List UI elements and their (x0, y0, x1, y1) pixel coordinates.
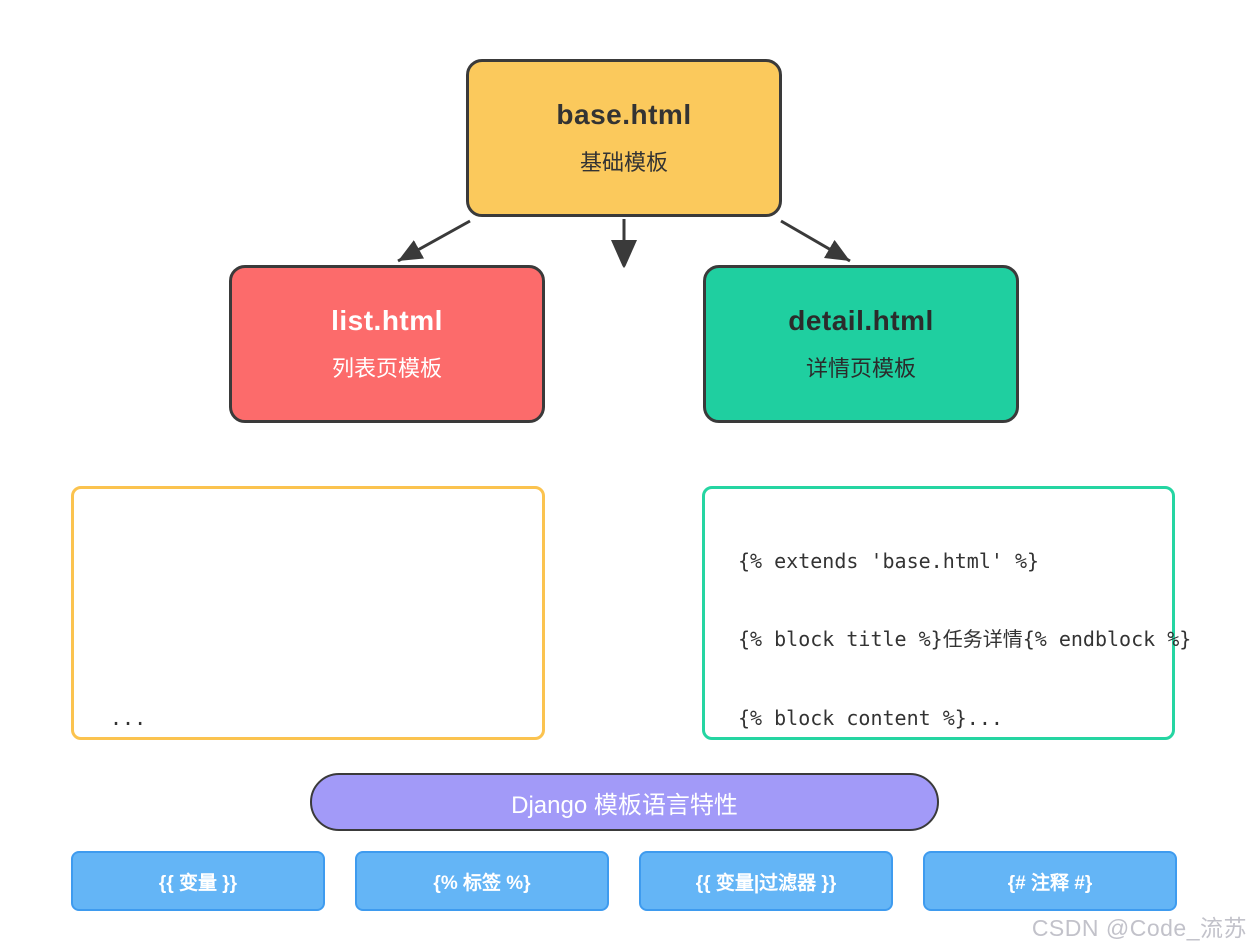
detail-code-panel: {% extends 'base.html' %} {% block title… (702, 486, 1191, 740)
node-list-html: list.html 列表页模板 (229, 265, 545, 423)
list-code-line: ... (110, 706, 147, 730)
arrow-base-down-head (611, 240, 637, 268)
feature-variable: {{ 变量 }} (71, 851, 325, 911)
node-detail-html: detail.html 详情页模板 (703, 265, 1019, 423)
node-detail-subtitle: 详情页模板 (805, 356, 916, 381)
list-code-panel: ... (71, 486, 545, 740)
feature-filter-label: {{ 变量|过滤器 }} (695, 872, 837, 894)
feature-comment: {# 注释 #} (923, 851, 1177, 911)
detail-code-line-block-title: {% block title %}任务详情{% endblock %} (738, 627, 1192, 651)
arrow-base-to-detail (780, 219, 851, 263)
feature-variable-label: {{ 变量 }} (158, 872, 238, 894)
node-base-html: base.html 基础模板 (466, 59, 782, 217)
arrow-base-to-list (397, 219, 471, 263)
detail-code-line-block-content: {% block content %}... (738, 706, 1003, 730)
feature-comment-label: {# 注释 #} (1007, 872, 1093, 894)
features-header-label: Django 模板语言特性 (511, 791, 738, 819)
csdn-watermark: CSDN @Code_流苏 (1031, 915, 1247, 941)
features-header-pill: Django 模板语言特性 (310, 773, 939, 831)
node-detail-title: detail.html (788, 305, 934, 336)
node-base-subtitle: 基础模板 (579, 150, 668, 175)
node-list-subtitle: 列表页模板 (331, 356, 442, 381)
detail-code-line-extends: {% extends 'base.html' %} (738, 549, 1040, 573)
feature-filter: {{ 变量|过滤器 }} (639, 851, 893, 911)
node-list-title: list.html (331, 305, 443, 336)
feature-tag: {% 标签 %} (355, 851, 609, 911)
node-base-title: base.html (556, 99, 692, 130)
feature-tag-label: {% 标签 %} (433, 872, 531, 894)
